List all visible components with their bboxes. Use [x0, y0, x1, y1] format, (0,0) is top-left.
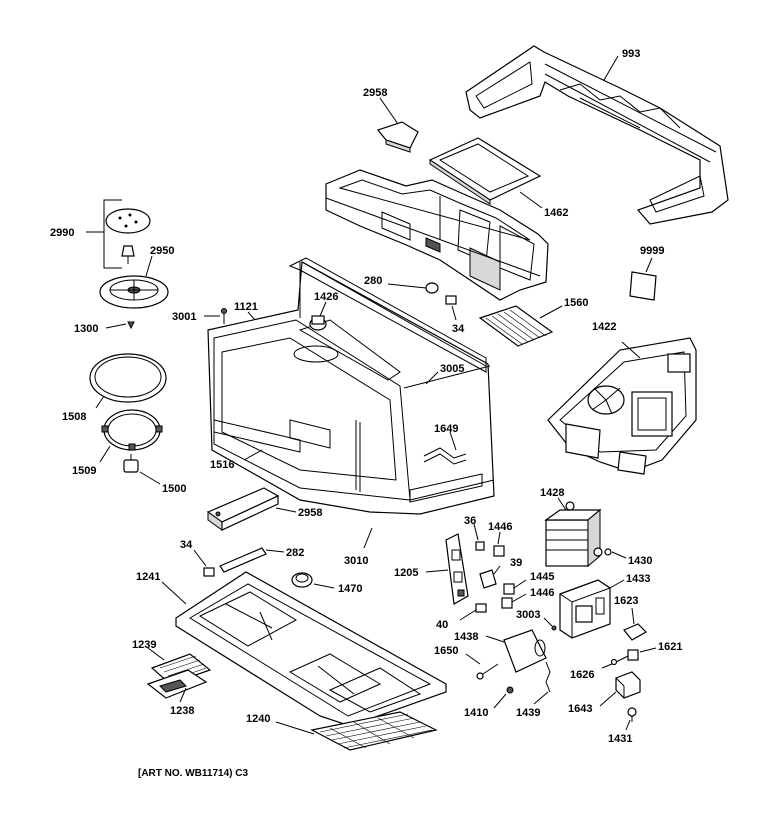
label-1300: 1300: [74, 323, 98, 335]
label-34-top: 34: [452, 323, 465, 335]
part-1650-fuse: [476, 663, 499, 680]
label-1445: 1445: [530, 571, 554, 583]
part-1623-capacitor: [623, 623, 647, 641]
part-1240-charcoal-filter: [310, 711, 438, 751]
label-1508: 1508: [62, 411, 86, 423]
label-1643: 1643: [568, 703, 592, 715]
label-1649: 1649: [434, 423, 458, 435]
part-1426-stirrer-motor: [309, 315, 327, 331]
part-1621-diode: [627, 649, 639, 661]
part-1445-switch: [503, 583, 515, 595]
art-number: [ART NO. WB11714) C3: [138, 768, 248, 779]
label-1239: 1239: [132, 639, 156, 651]
label-1560: 1560: [564, 297, 588, 309]
part-9999-manual: [629, 271, 657, 301]
part-2958-bracket-top: [376, 121, 419, 153]
label-1438: 1438: [454, 631, 478, 643]
label-1500: 1500: [162, 483, 186, 495]
label-3003: 3003: [516, 609, 540, 621]
label-1621: 1621: [658, 641, 682, 653]
part-1626-fuse-holder: [610, 655, 629, 666]
part-993-rear-bracket: [465, 45, 729, 225]
part-40-switch: [475, 603, 487, 613]
label-1446-bottom: 1446: [530, 587, 554, 599]
label-1410: 1410: [464, 707, 488, 719]
label-1509: 1509: [72, 465, 96, 477]
part-1500-drive-motor: [123, 454, 139, 473]
part-1438-hv-capacitor: [503, 629, 547, 673]
part-2990-coupler: [105, 208, 151, 264]
part-1560-grille: [478, 305, 554, 347]
part-1462-cover-plate: [428, 137, 542, 205]
part-1433-transformer: [558, 579, 612, 639]
label-1430: 1430: [628, 555, 652, 567]
part-1439-wire: [545, 661, 551, 693]
part-oven-cavity: [207, 257, 495, 515]
part-1300-nut: [127, 321, 135, 330]
label-1121: 1121: [234, 301, 258, 313]
label-2950: 2950: [150, 245, 174, 257]
part-1239-grease-filter: [150, 653, 212, 685]
part-1431-sensor: [627, 707, 637, 722]
part-1241-base-plate: [175, 571, 447, 727]
part-1643-relay: [615, 671, 641, 699]
label-34-bottom: 34: [180, 539, 193, 551]
part-1446-switch-bottom: [501, 597, 513, 609]
part-duct-assembly: [325, 169, 549, 301]
part-1430-thermal-cutout: [593, 547, 612, 557]
label-2990: 2990: [50, 227, 74, 239]
label-2958-top: 2958: [363, 87, 387, 99]
part-1509-roller-ring: [101, 409, 163, 451]
label-1205: 1205: [394, 567, 418, 579]
label-36: 36: [464, 515, 476, 527]
label-1426: 1426: [314, 291, 338, 303]
label-39: 39: [510, 557, 522, 569]
part-34-screw-bottom: [203, 567, 215, 577]
label-280: 280: [364, 275, 382, 287]
label-993: 993: [622, 48, 640, 60]
label-9999: 9999: [640, 245, 664, 257]
part-282-rod: [219, 547, 267, 573]
part-1205-latch-board: [445, 533, 469, 605]
part-36-switch: [475, 541, 485, 551]
label-1433: 1433: [626, 573, 650, 585]
part-1446-switch-top: [493, 545, 505, 557]
part-1649-wire-harness: [423, 447, 467, 465]
part-2950-roller-ring: [99, 275, 169, 309]
label-1623: 1623: [614, 595, 638, 607]
part-1422-fan-assembly: [547, 337, 697, 475]
part-1238-filter-frame: [146, 669, 208, 699]
label-3001: 3001: [172, 311, 196, 323]
label-3005: 3005: [440, 363, 464, 375]
label-1516: 1516: [210, 459, 234, 471]
label-1431: 1431: [608, 733, 632, 745]
label-1446-top: 1446: [488, 521, 512, 533]
label-1470: 1470: [338, 583, 362, 595]
part-1428-magnetron: [544, 501, 602, 568]
label-1238: 1238: [170, 705, 194, 717]
label-1650: 1650: [434, 645, 458, 657]
part-1508-glass-tray: [89, 353, 167, 403]
label-1428: 1428: [540, 487, 564, 499]
label-2958-bottom: 2958: [298, 507, 322, 519]
part-34-screw-top: [445, 295, 457, 305]
label-40: 40: [436, 619, 448, 631]
part-39-switch: [479, 569, 497, 589]
part-3003-screw: [551, 625, 557, 631]
part-2958-light-housing: [206, 487, 280, 531]
label-1462: 1462: [544, 207, 568, 219]
label-1626: 1626: [570, 669, 594, 681]
part-280-thermostat: [425, 282, 439, 294]
part-1470-light-socket: [291, 572, 313, 588]
label-282: 282: [286, 547, 304, 559]
label-1439: 1439: [516, 707, 540, 719]
label-1422: 1422: [592, 321, 616, 333]
label-1240: 1240: [246, 713, 270, 725]
part-1410-diode: [506, 686, 514, 694]
label-3010: 3010: [344, 555, 368, 567]
label-1241: 1241: [136, 571, 160, 583]
part-3001-screw: [221, 308, 227, 324]
